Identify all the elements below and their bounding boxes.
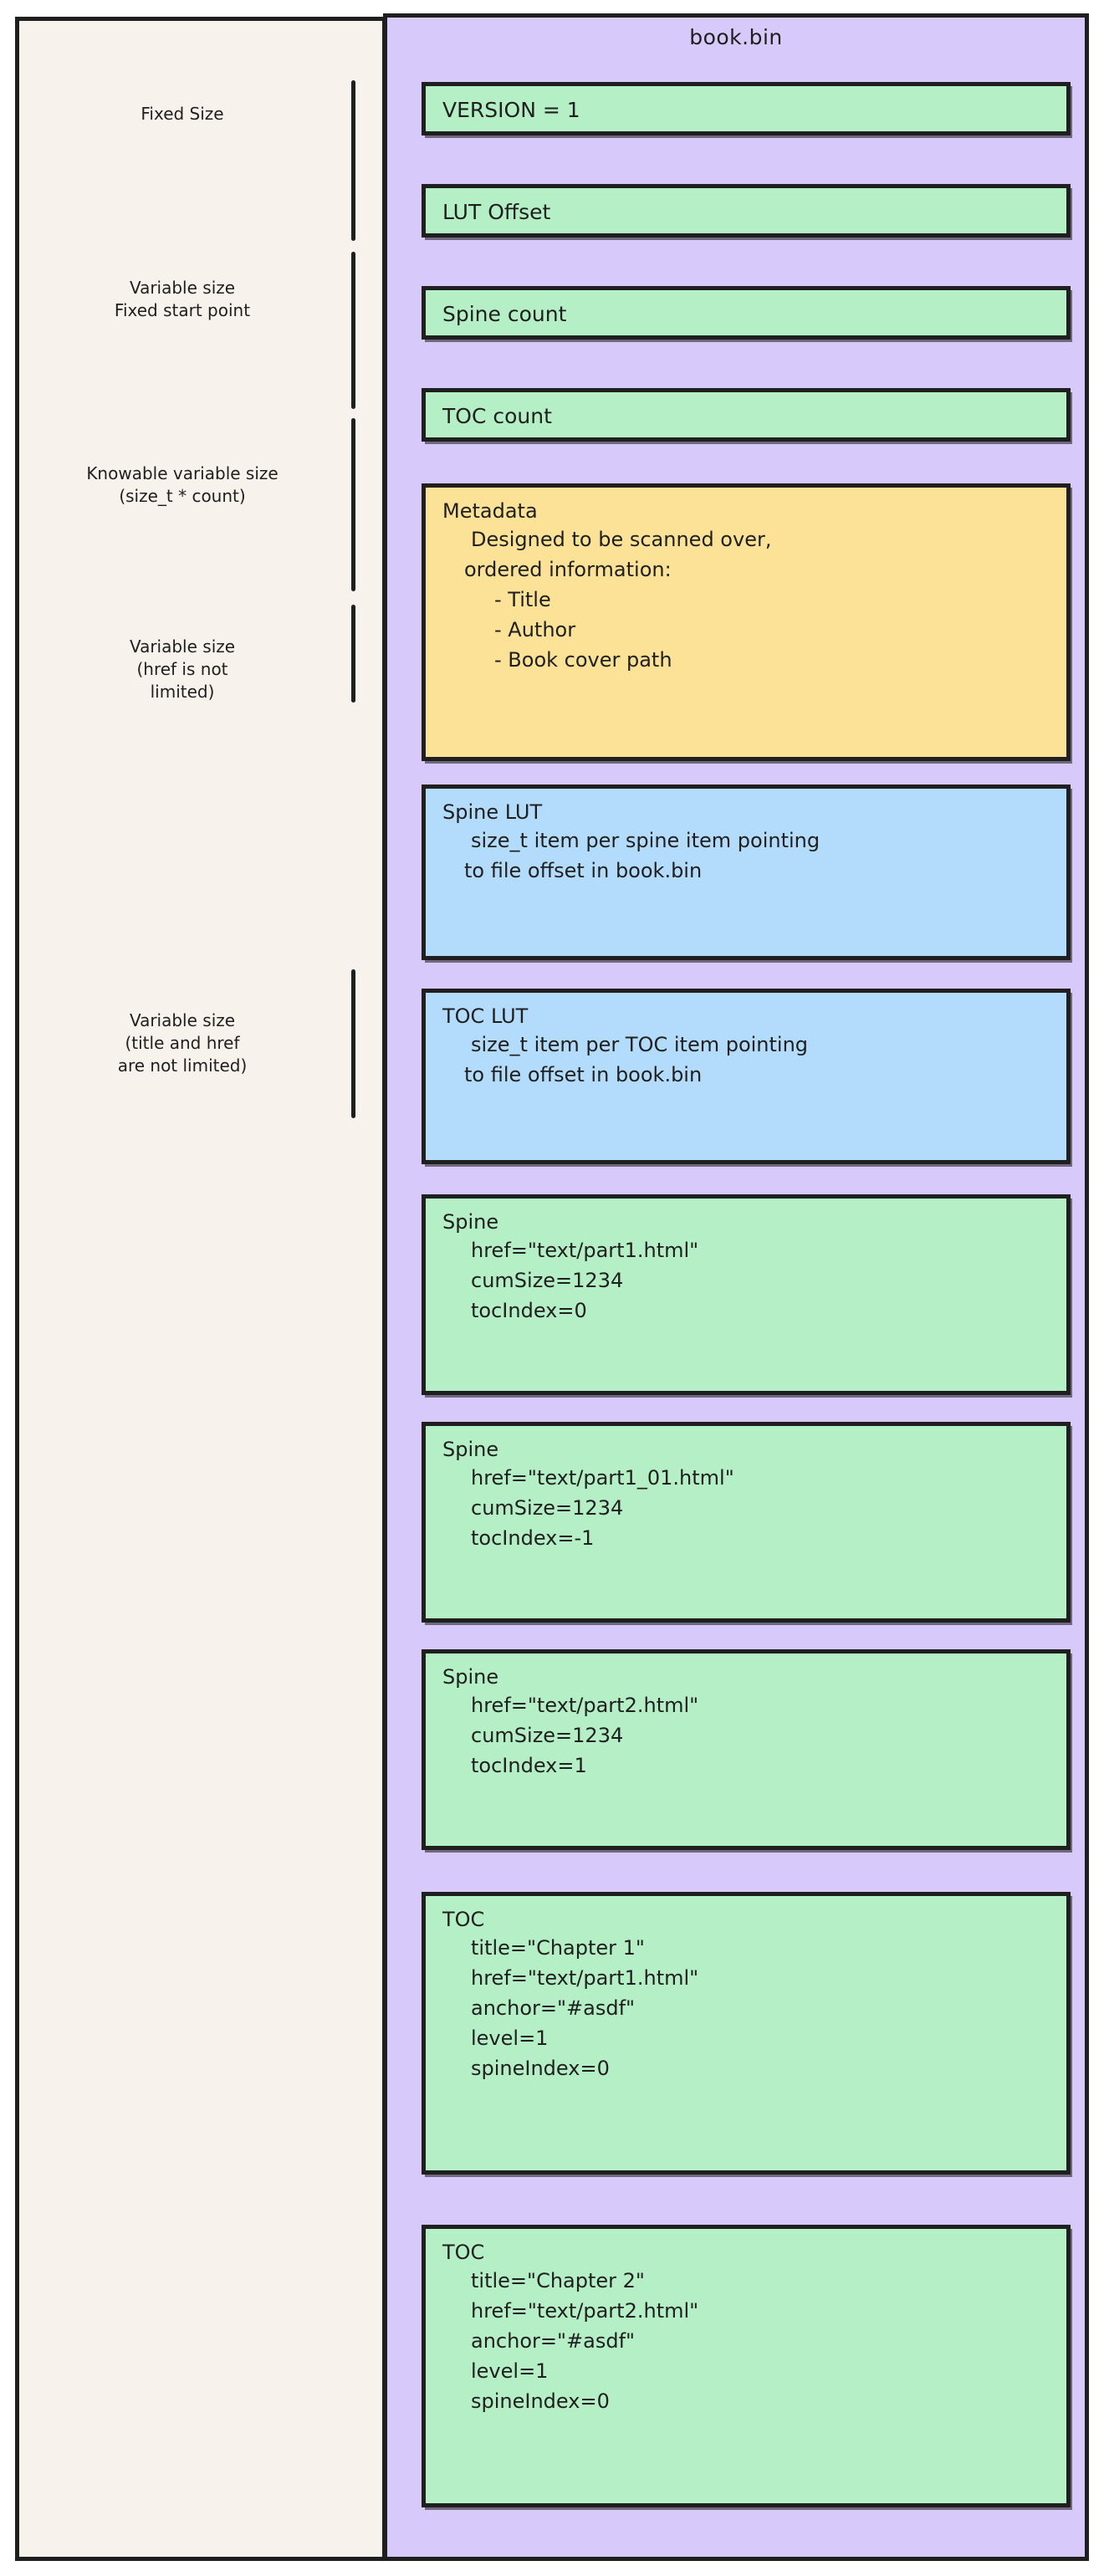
section-toc-1-title: TOC — [442, 1908, 485, 1931]
section-toc-2-title: TOC — [442, 2241, 485, 2264]
section-spine-2-href: href="text/part1_01.html" — [471, 1466, 734, 1490]
section-spine-lut-title: Spine LUT — [442, 800, 543, 824]
file-title: book.bin — [689, 25, 783, 49]
section-toc-1[interactable]: TOC title="Chapter 1" href="text/part1.h… — [422, 1892, 1071, 2175]
section-toc-2-level: level=1 — [471, 2359, 549, 2383]
section-toc-1-level: level=1 — [471, 2027, 549, 2050]
group-label-variable-href: Variable size (href is not limited) — [129, 636, 236, 702]
section-toc-1-href: href="text/part1.html" — [471, 1966, 699, 1990]
section-spine-2-tocindex: tocIndex=-1 — [471, 1526, 595, 1550]
section-metadata-line-2: ordered information: — [464, 558, 672, 581]
section-toc-1-spineindex: spineIndex=0 — [471, 2057, 610, 2080]
section-spine-3-title: Spine — [442, 1665, 499, 1689]
section-spine-1[interactable]: Spine href="text/part1.html" cumSize=123… — [422, 1194, 1071, 1395]
section-lut-offset[interactable]: LUT Offset — [422, 184, 1071, 238]
bracket-variable-title-href — [351, 969, 355, 1118]
bracket-variable-href — [351, 605, 355, 703]
bracket-knowable-variable — [351, 418, 355, 591]
group-label-knowable-variable: Knowable variable size (size_t * count) — [86, 463, 279, 506]
section-metadata[interactable]: Metadata Designed to be scanned over, or… — [422, 483, 1071, 761]
section-spine-3[interactable]: Spine href="text/part2.html" cumSize=123… — [422, 1649, 1071, 1850]
section-metadata-bullet-cover: - Book cover path — [494, 648, 672, 672]
section-spine-3-href: href="text/part2.html" — [471, 1694, 699, 1717]
section-toc-lut-line-1: size_t item per TOC item pointing — [471, 1033, 809, 1056]
section-toc-2[interactable]: TOC title="Chapter 2" href="text/part2.h… — [422, 2225, 1071, 2507]
annotation-panel — [15, 17, 386, 2561]
section-metadata-bullet-title: - Title — [494, 588, 551, 611]
section-toc-2-spineindex: spineIndex=0 — [471, 2389, 610, 2413]
section-toc-lut-line-2: to file offset in book.bin — [464, 1063, 703, 1086]
section-metadata-line-1: Designed to be scanned over, — [471, 528, 772, 551]
section-version[interactable]: VERSION = 1 — [422, 82, 1071, 135]
section-spine-3-cumsize: cumSize=1234 — [471, 1724, 624, 1747]
section-spine-lut[interactable]: Spine LUT size_t item per spine item poi… — [422, 785, 1071, 960]
section-spine-count[interactable]: Spine count — [422, 286, 1071, 340]
section-spine-lut-line-2: to file offset in book.bin — [464, 859, 703, 882]
section-toc-2-anchor: anchor="#asdf" — [471, 2329, 636, 2353]
bracket-variable-fixed-start — [351, 252, 355, 409]
section-spine-1-tocindex: tocIndex=0 — [471, 1299, 587, 1322]
section-spine-1-title: Spine — [442, 1210, 499, 1234]
section-spine-2[interactable]: Spine href="text/part1_01.html" cumSize=… — [422, 1422, 1071, 1623]
section-toc-1-anchor: anchor="#asdf" — [471, 1996, 636, 2020]
section-toc-lut-title: TOC LUT — [442, 1004, 529, 1028]
section-toc-2-href: href="text/part2.html" — [471, 2299, 699, 2323]
group-label-variable-fixed-start: Variable size Fixed start point — [114, 278, 251, 320]
section-toc-count-title: TOC count — [442, 404, 552, 428]
section-spine-count-title: Spine count — [442, 302, 567, 326]
section-lut-offset-title: LUT Offset — [442, 200, 551, 224]
section-toc-lut[interactable]: TOC LUT size_t item per TOC item pointin… — [422, 989, 1071, 1164]
section-metadata-bullet-author: - Author — [494, 618, 576, 641]
section-spine-1-href: href="text/part1.html" — [471, 1239, 699, 1262]
section-version-title: VERSION = 1 — [442, 98, 580, 122]
section-spine-1-cumsize: cumSize=1234 — [471, 1269, 624, 1292]
section-toc-1-title-attr: title="Chapter 1" — [471, 1936, 645, 1960]
section-spine-3-tocindex: tocIndex=1 — [471, 1754, 587, 1777]
section-toc-count[interactable]: TOC count — [422, 388, 1071, 442]
section-spine-2-cumsize: cumSize=1234 — [471, 1496, 624, 1520]
group-label-variable-title-href: Variable size (title and href are not li… — [117, 1010, 248, 1076]
section-spine-lut-line-1: size_t item per spine item pointing — [471, 829, 820, 852]
bracket-fixed-size — [351, 80, 355, 241]
section-metadata-title: Metadata — [442, 499, 538, 523]
group-label-fixed-size: Fixed Size — [141, 104, 224, 124]
section-toc-2-title-attr: title="Chapter 2" — [471, 2269, 645, 2292]
section-spine-2-title: Spine — [442, 1438, 499, 1461]
